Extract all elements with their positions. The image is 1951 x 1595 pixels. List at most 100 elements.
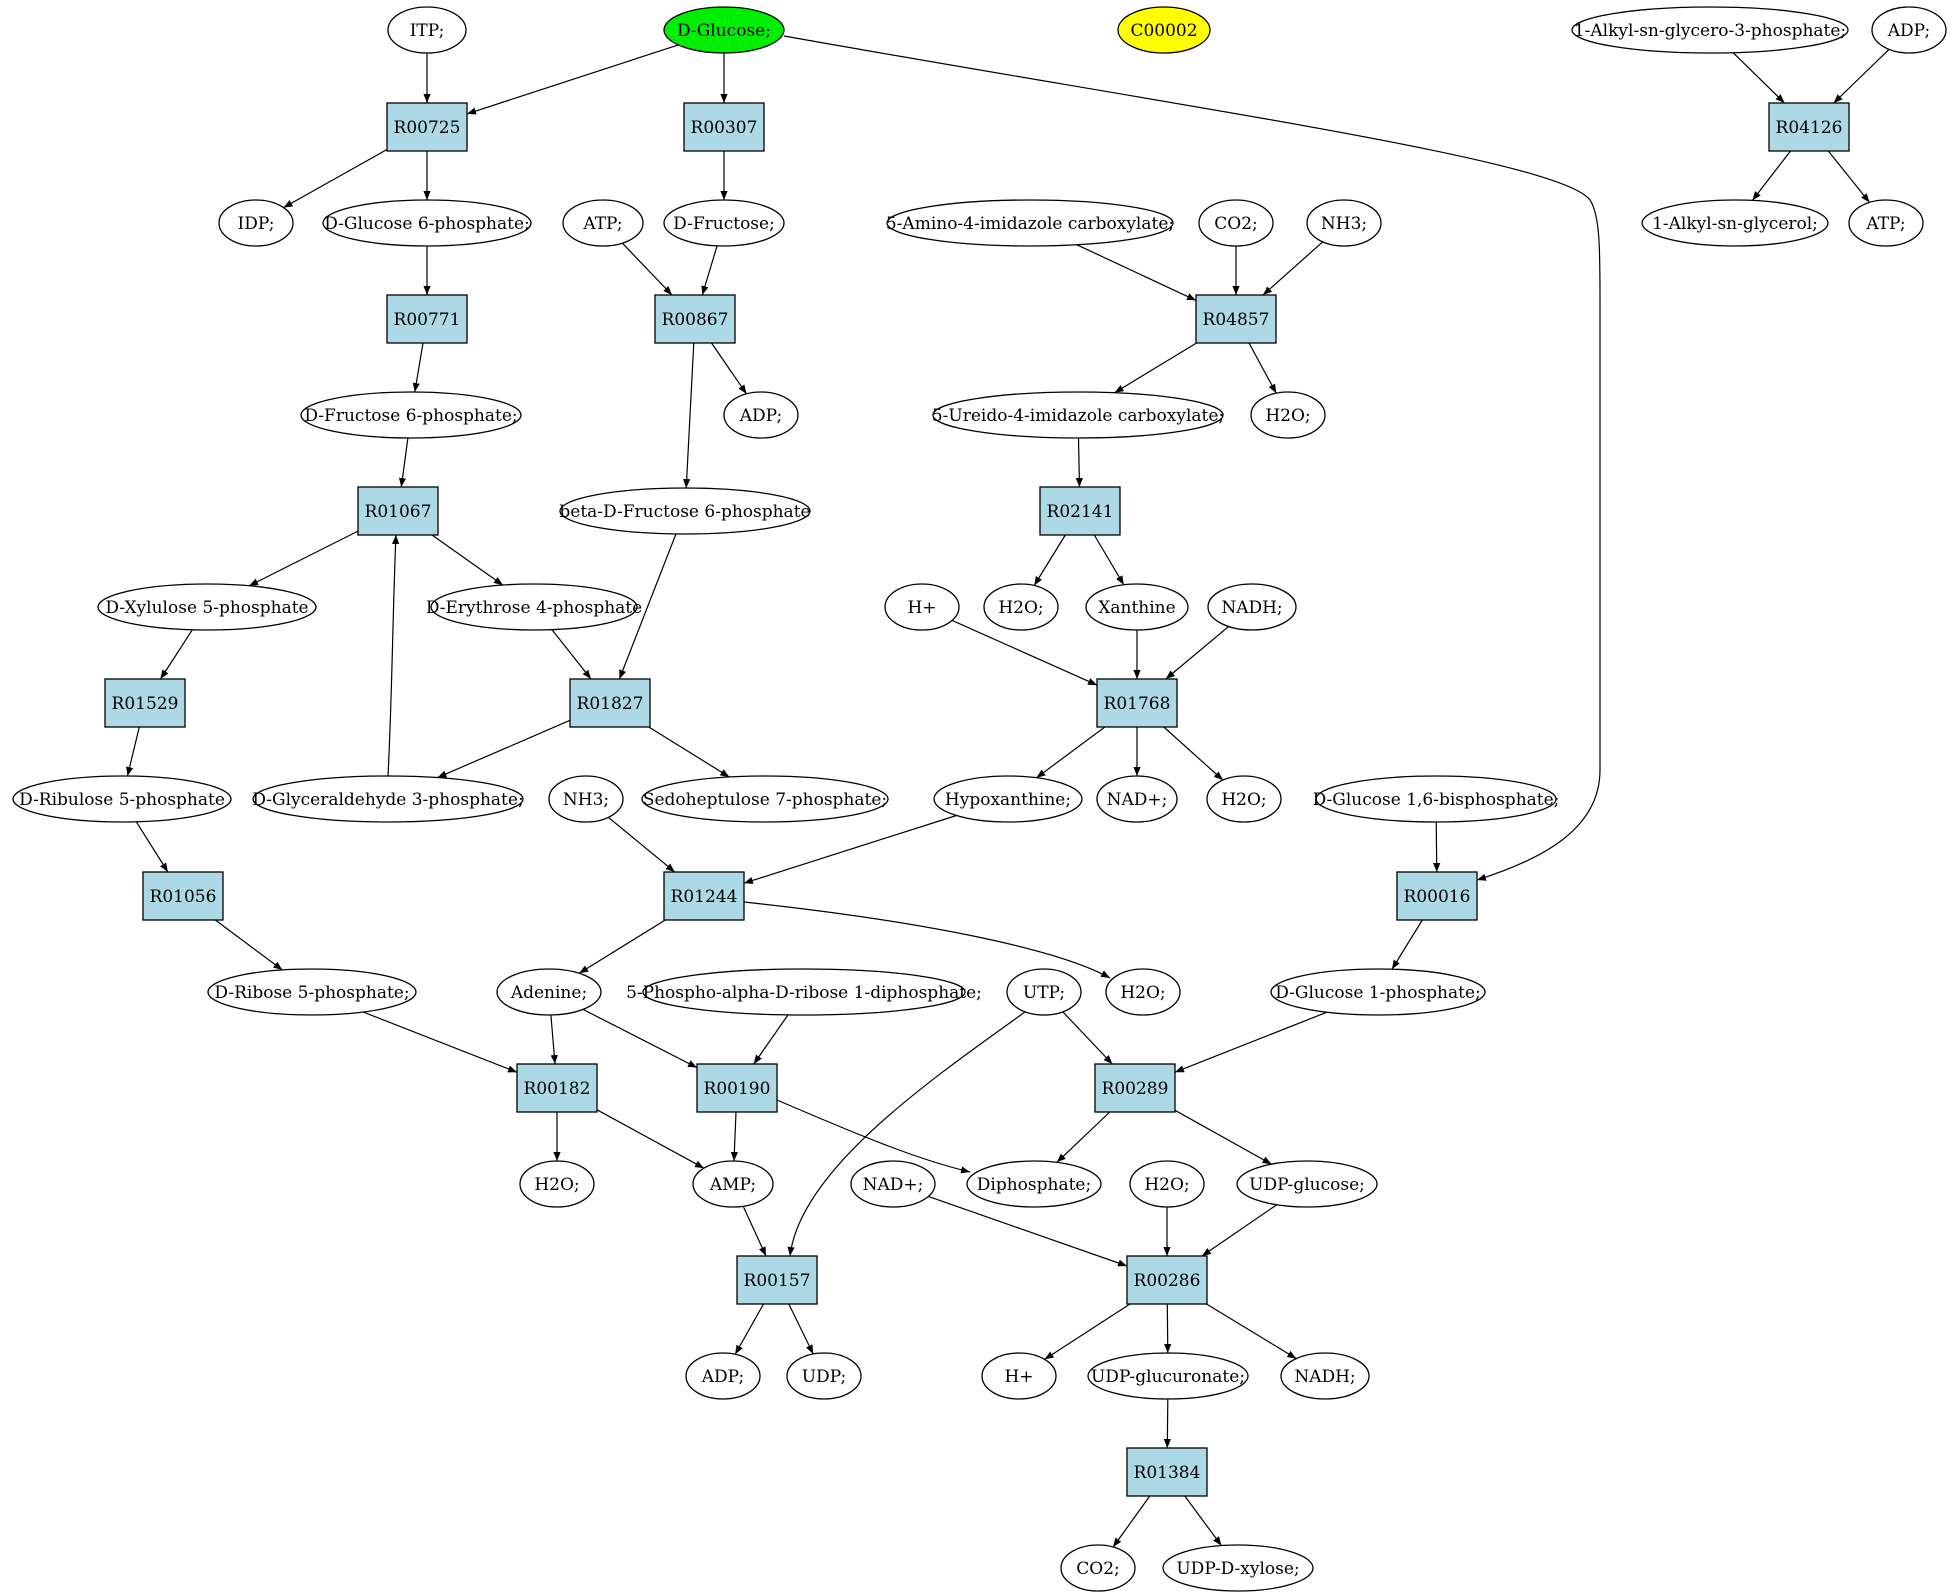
reaction-node-r00190[interactable]: R00190 bbox=[696, 1063, 778, 1113]
reaction-node-r01056[interactable]: R01056 bbox=[142, 871, 224, 921]
reaction-node-r00725[interactable]: R00725 bbox=[386, 102, 468, 152]
compound-node-diphosphate[interactable]: Diphosphate; bbox=[966, 1160, 1102, 1208]
compound-node-co2_1[interactable]: CO2; bbox=[1198, 199, 1274, 247]
edge-r01067-to-x5p bbox=[248, 530, 359, 587]
reaction-node-r04857[interactable]: R04857 bbox=[1195, 294, 1277, 344]
reaction-node-r00016[interactable]: R00016 bbox=[1396, 871, 1478, 921]
compound-node-h2o_1[interactable]: H2O; bbox=[1250, 391, 1326, 439]
reaction-box bbox=[386, 102, 468, 152]
reaction-node-r01067[interactable]: R01067 bbox=[357, 486, 439, 536]
compound-ellipse bbox=[685, 1352, 761, 1400]
reaction-box bbox=[1396, 871, 1478, 921]
edge-hypox-to-r01244 bbox=[743, 814, 957, 884]
compound-ellipse bbox=[1306, 199, 1382, 247]
reaction-node-r01244[interactable]: R01244 bbox=[663, 871, 745, 921]
compound-ellipse bbox=[559, 487, 811, 535]
compound-node-bf6p[interactable]: beta-D-Fructose 6-phosphate bbox=[559, 487, 811, 535]
compound-node-g3p[interactable]: D-Glyceraldehyde 3-phosphate; bbox=[252, 775, 524, 823]
node-label: UDP-D-xylose; bbox=[1176, 1559, 1299, 1579]
compound-node-g1p[interactable]: D-Glucose 1-phosphate; bbox=[1270, 968, 1486, 1016]
reaction-node-r00771[interactable]: R00771 bbox=[386, 294, 468, 344]
reaction-node-r00289[interactable]: R00289 bbox=[1094, 1063, 1176, 1113]
compound-node-adenine[interactable]: Adenine; bbox=[496, 968, 602, 1016]
reaction-node-r00867[interactable]: R00867 bbox=[654, 294, 736, 344]
compound-node-dglucose[interactable]: D-Glucose; bbox=[663, 6, 785, 54]
compound-node-prpp[interactable]: 5-Phospho-alpha-D-ribose 1-diphosphate; bbox=[626, 968, 982, 1016]
reaction-node-r00182[interactable]: R00182 bbox=[516, 1063, 598, 1113]
node-label: D-Fructose; bbox=[673, 214, 775, 234]
compound-node-nh3_2[interactable]: NH3; bbox=[548, 775, 624, 823]
edge-r01384-to-udpxylose bbox=[1184, 1495, 1222, 1546]
compound-node-dfructose[interactable]: D-Fructose; bbox=[663, 199, 785, 247]
compound-ellipse bbox=[252, 775, 524, 823]
compound-node-atp1[interactable]: ATP; bbox=[562, 199, 644, 247]
compound-ellipse bbox=[1871, 6, 1947, 54]
compound-ellipse bbox=[1096, 775, 1178, 823]
reaction-node-r01827[interactable]: R01827 bbox=[569, 678, 651, 728]
compound-node-g6p[interactable]: D-Glucose 6-phosphate; bbox=[322, 199, 532, 247]
compound-node-udp[interactable]: UDP; bbox=[786, 1352, 862, 1400]
compound-node-nadh1[interactable]: NADH; bbox=[1207, 583, 1297, 631]
compound-node-ru5p[interactable]: D-Ribulose 5-phosphate bbox=[12, 775, 232, 823]
node-label: ITP; bbox=[410, 21, 445, 41]
compound-node-g16bp[interactable]: D-Glucose 1,6-bisphosphate; bbox=[1313, 775, 1560, 823]
compound-node-h2o_5[interactable]: H2O; bbox=[519, 1160, 595, 1208]
compound-node-c00002[interactable]: C00002 bbox=[1117, 6, 1211, 54]
compound-node-alkylg3p[interactable]: 1-Alkyl-sn-glycero-3-phosphate; bbox=[1571, 6, 1849, 54]
reaction-node-r00157[interactable]: R00157 bbox=[736, 1255, 818, 1305]
reaction-node-r02141[interactable]: R02141 bbox=[1039, 486, 1121, 536]
compound-node-udpglucuronate[interactable]: UDP-glucuronate; bbox=[1087, 1352, 1249, 1400]
reaction-node-r01768[interactable]: R01768 bbox=[1096, 678, 1178, 728]
compound-node-utp[interactable]: UTP; bbox=[1006, 968, 1082, 1016]
compound-node-e4p[interactable]: D-Erythrose 4-phosphate bbox=[426, 583, 642, 631]
edge-r01384-to-co2_2 bbox=[1112, 1495, 1151, 1548]
reaction-node-r00286[interactable]: R00286 bbox=[1126, 1255, 1208, 1305]
compound-node-idp[interactable]: IDP; bbox=[218, 199, 294, 247]
compound-node-atp2[interactable]: ATP; bbox=[1848, 199, 1924, 247]
compound-node-nh3_1[interactable]: NH3; bbox=[1306, 199, 1382, 247]
compound-ellipse bbox=[1207, 583, 1297, 631]
compound-node-r5p[interactable]: D-Ribose 5-phosphate; bbox=[207, 968, 417, 1016]
node-label: R02141 bbox=[1047, 502, 1114, 522]
compound-node-x5p[interactable]: D-Xylulose 5-phosphate bbox=[97, 583, 317, 631]
compound-node-uica[interactable]: 5-Ureido-4-imidazole carboxylate; bbox=[932, 391, 1224, 439]
compound-ellipse bbox=[519, 1160, 595, 1208]
compound-node-xanthine[interactable]: Xanthine bbox=[1085, 583, 1189, 631]
compound-node-adp3[interactable]: ADP; bbox=[685, 1352, 761, 1400]
node-label: R00289 bbox=[1102, 1079, 1169, 1099]
edge-r01768-to-h2o_3 bbox=[1163, 726, 1224, 781]
node-label: H+ bbox=[907, 598, 936, 618]
compound-node-h2o_4[interactable]: H2O; bbox=[1105, 968, 1181, 1016]
node-label: D-Erythrose 4-phosphate bbox=[426, 598, 642, 618]
compound-node-hplus1[interactable]: H+ bbox=[884, 583, 960, 631]
reaction-node-r01529[interactable]: R01529 bbox=[104, 678, 186, 728]
compound-node-hypox[interactable]: Hypoxanthine; bbox=[933, 775, 1083, 823]
reaction-node-r01384[interactable]: R01384 bbox=[1126, 1447, 1208, 1497]
compound-node-nadplus2[interactable]: NAD+; bbox=[850, 1160, 936, 1208]
compound-node-alkylg[interactable]: 1-Alkyl-sn-glycerol; bbox=[1641, 199, 1829, 247]
compound-node-itp[interactable]: ITP; bbox=[387, 6, 467, 54]
compound-node-s7p[interactable]: Sedoheptulose 7-phosphate; bbox=[641, 775, 889, 823]
node-label: H2O; bbox=[1265, 406, 1310, 426]
compound-node-h2o_3[interactable]: H2O; bbox=[1206, 775, 1282, 823]
compound-node-nadplus1[interactable]: NAD+; bbox=[1096, 775, 1178, 823]
compound-node-adp2[interactable]: ADP; bbox=[723, 391, 799, 439]
reaction-node-r00307[interactable]: R00307 bbox=[683, 102, 765, 152]
compound-node-h2o_2[interactable]: H2O; bbox=[983, 583, 1059, 631]
reaction-node-r04126[interactable]: R04126 bbox=[1768, 102, 1850, 152]
compound-node-adp_top[interactable]: ADP; bbox=[1871, 6, 1947, 54]
edge-r01244-to-adenine bbox=[578, 919, 666, 974]
compound-node-udpglucose[interactable]: UDP-glucose; bbox=[1236, 1160, 1378, 1208]
edge-r00286-to-hplus2 bbox=[1044, 1303, 1131, 1360]
compound-node-co2_2[interactable]: CO2; bbox=[1060, 1544, 1136, 1592]
compound-node-amp[interactable]: AMP; bbox=[692, 1160, 774, 1208]
compound-node-nadh2[interactable]: NADH; bbox=[1280, 1352, 1370, 1400]
compound-node-h2o_6[interactable]: H2O; bbox=[1129, 1160, 1205, 1208]
node-label: H2O; bbox=[1144, 1175, 1189, 1195]
compound-node-aica[interactable]: 5-Amino-4-imidazole carboxylate; bbox=[886, 199, 1174, 247]
compound-node-udpxylose[interactable]: UDP-D-xylose; bbox=[1162, 1544, 1314, 1592]
compound-node-hplus2[interactable]: H+ bbox=[981, 1352, 1057, 1400]
compound-ellipse bbox=[1162, 1544, 1314, 1592]
node-label: Diphosphate; bbox=[977, 1175, 1091, 1195]
compound-node-f6p[interactable]: D-Fructose 6-phosphate; bbox=[300, 391, 522, 439]
